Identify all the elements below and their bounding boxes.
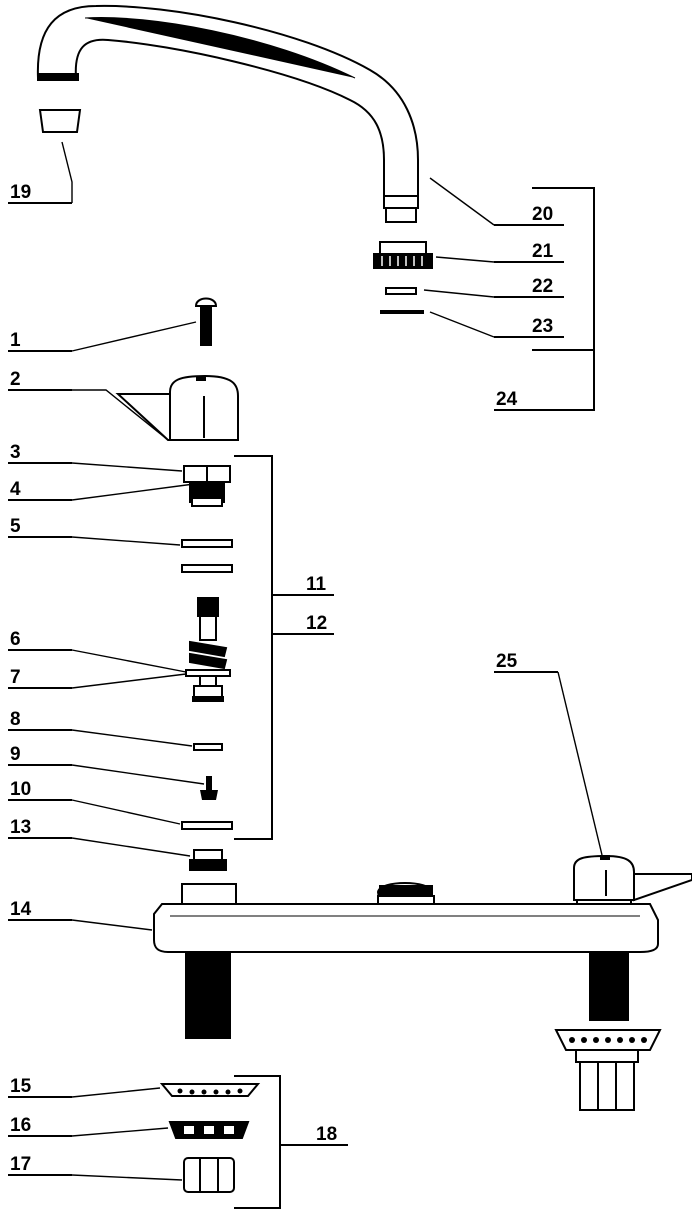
callout-6: 6 [10,629,21,650]
callout-19: 19 [10,182,31,203]
washer-screw [200,776,218,800]
spout-o-ring [380,310,424,314]
callout-25: 25 [496,651,518,672]
stem-washer [193,743,223,751]
callout-14: 14 [10,899,32,920]
callout-7: 7 [10,667,21,688]
callout-17: 17 [10,1154,31,1175]
bonnet-washer-bottom [181,564,233,573]
callout-15: 15 [10,1076,32,1097]
bracket-18 [234,1075,281,1209]
callout-20: 20 [532,204,553,225]
callout-1: 1 [10,330,21,351]
bracket-11-12 [234,455,273,840]
callout-16: 16 [10,1115,31,1136]
left-shank [185,951,231,1039]
bonnet-washer-top [181,539,233,548]
right-handle [573,854,692,902]
callout-9: 9 [10,744,21,765]
callout-22: 22 [532,276,553,297]
callout-2: 2 [10,369,21,390]
callout-24: 24 [496,389,518,410]
callout-12: 12 [306,613,327,634]
callout-13: 13 [10,817,31,838]
callout-23: 23 [532,316,553,337]
callout-3: 3 [10,442,21,463]
spout [36,4,419,223]
callout-18: 18 [316,1124,337,1145]
callout-5: 5 [10,516,21,537]
valve-stem [185,597,231,702]
handle-screw [194,297,218,346]
left-handle [115,374,239,441]
spout-nut [373,241,433,269]
callout-21: 21 [532,241,554,262]
aerator [38,109,82,133]
bracket-24 [532,187,595,411]
callout-8: 8 [10,709,21,730]
spout-washer [385,287,417,295]
mounting-washer [159,1083,261,1097]
seat-washer [181,821,233,830]
locknut [168,1121,250,1139]
right-shank-assembly [554,951,662,1111]
valve-seat [189,849,227,871]
faucet-body [153,882,659,953]
coupling-nut [183,1157,235,1193]
callout-4: 4 [10,479,21,500]
callout-10: 10 [10,779,31,800]
callout-11: 11 [306,574,327,595]
bonnet-nut [183,465,231,507]
